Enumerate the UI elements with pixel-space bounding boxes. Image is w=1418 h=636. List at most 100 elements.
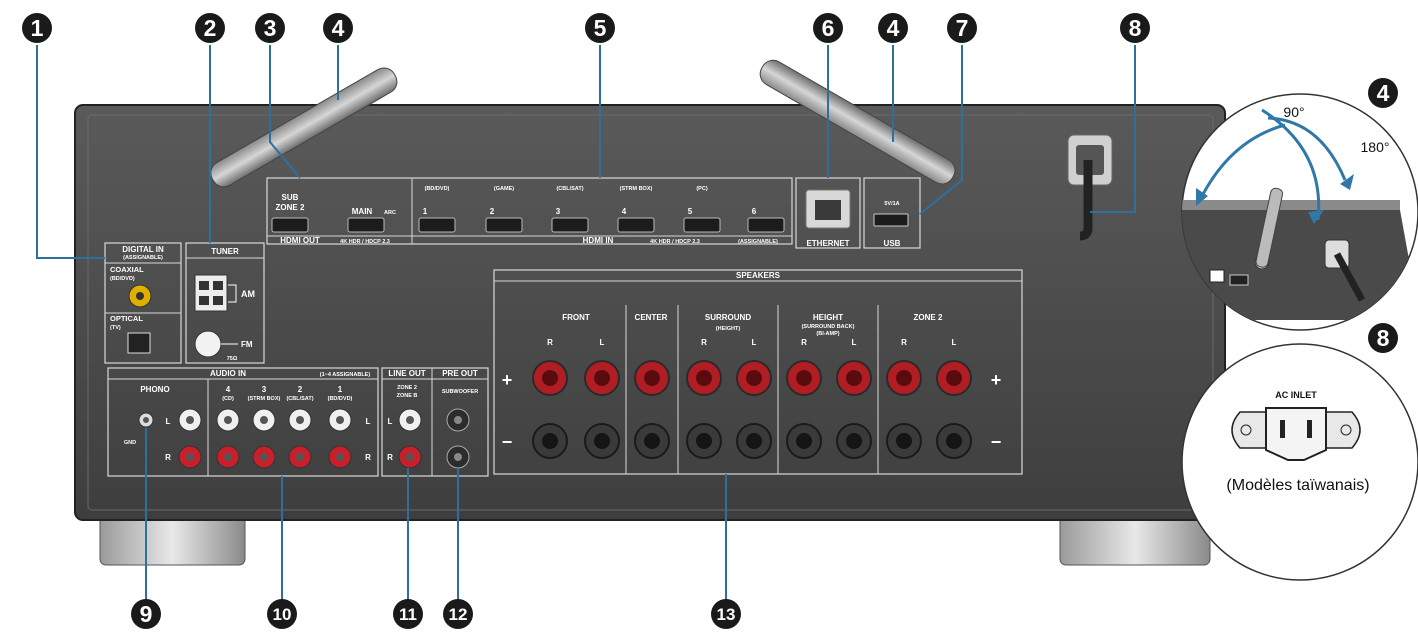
terminal-center [696, 370, 712, 386]
minus-right: − [991, 432, 1002, 452]
hdmi-in-port-1[interactable] [418, 217, 456, 233]
chassis-inner-edge [87, 114, 1214, 511]
callout-marker [585, 13, 615, 43]
speakers-frame [493, 269, 1023, 475]
terminal-center [644, 370, 660, 386]
callout-marker [813, 13, 843, 43]
terminal-center [542, 370, 558, 386]
audio-in-source: (BD/DVD) [328, 396, 353, 402]
speaker-channel-label: R [901, 338, 907, 347]
terminal-center [746, 370, 762, 386]
callout-number: 13 [717, 605, 736, 624]
phono-label: PHONO [140, 385, 169, 394]
left-antenna [210, 67, 398, 188]
audio-in-number: 2 [298, 385, 303, 394]
audio-in-number: 1 [338, 385, 343, 394]
ac-inlet-label: AC INLET [1275, 390, 1317, 400]
chassis [74, 104, 1226, 521]
subwoofer-label: SUBWOOFER [442, 389, 478, 395]
fm-antenna-jack[interactable] [194, 330, 222, 358]
line-out-r-label: R [387, 453, 393, 462]
leader-1 [36, 45, 105, 259]
digital-in-frame [104, 242, 182, 364]
usb-port[interactable] [873, 213, 909, 227]
spk-height-sub: (SURROUND BACK) [802, 324, 855, 330]
spk-front-label: FRONT [562, 313, 590, 322]
jack-center [186, 416, 194, 424]
hdmi-in-source-label: (STRM BOX) [620, 186, 653, 192]
main-label: MAIN [352, 207, 373, 216]
hdmi-in-source-label: (PC) [696, 186, 707, 192]
callout-marker [878, 13, 908, 43]
hdmi-in-port-6[interactable] [747, 217, 785, 233]
am-antenna-terminal[interactable] [194, 274, 228, 312]
audio-in-label: AUDIO IN [210, 369, 246, 378]
callout-number: 1 [31, 15, 44, 41]
callout-number: 11 [399, 605, 417, 624]
model-note-label: (Modèles taïwanais) [1226, 477, 1369, 494]
line-out-zoneb-label: ZONE B [397, 393, 418, 399]
hdmi-in-port-2[interactable] [485, 217, 523, 233]
jack-center [296, 416, 304, 424]
optical-jack[interactable] [127, 332, 151, 354]
callout-marker [1120, 13, 1150, 43]
callout-marker [393, 599, 423, 629]
hdmi-in-source-label: (GAME) [494, 186, 514, 192]
hdmi-out-main-port[interactable] [347, 217, 385, 233]
usb-label: USB [884, 239, 901, 248]
speaker-channel-label: R [547, 338, 553, 347]
optical-source: (TV) [110, 325, 121, 331]
hdmi-in-port-4[interactable] [617, 217, 655, 233]
terminal-center [946, 370, 962, 386]
audio-in-source: (CD) [222, 396, 234, 402]
terminal-center [846, 370, 862, 386]
zone2-label: ZONE 2 [276, 203, 305, 212]
callout-number: 5 [594, 15, 607, 41]
phono-gnd-terminal[interactable] [138, 412, 154, 428]
speaker-channel-label: L [852, 338, 857, 347]
callout-marker [1368, 323, 1398, 353]
hdmi-in-port-5[interactable] [683, 217, 721, 233]
hdmi-out-spec: 4K HDR / HDCP 2.3 [340, 239, 390, 245]
angle-180-label: 180° [1361, 139, 1390, 155]
hdmi-in-port-3[interactable] [551, 217, 589, 233]
angle-90-label: 90° [1283, 104, 1304, 120]
hdmi-out-sub-port[interactable] [271, 217, 309, 233]
hdmi-in-label: HDMI IN [583, 236, 614, 245]
callout-number: 8 [1377, 325, 1390, 351]
arc-label: ARC [384, 210, 396, 216]
hdmi-in-source-label: (BD/DVD) [425, 186, 450, 192]
speaker-channel-label: R [801, 338, 807, 347]
plus-right: + [991, 370, 1002, 390]
callout-number: 3 [264, 15, 277, 41]
jack-center [296, 453, 304, 461]
hdmi-in-source-label: (CBL/SAT) [556, 186, 583, 192]
audio-in-r-label: R [365, 453, 371, 462]
terminal-center [644, 433, 660, 449]
pre-out-label: PRE OUT [442, 369, 478, 378]
terminal-center [896, 370, 912, 386]
digital-in-assignable: (ASSIGNABLE) [123, 255, 163, 261]
usb-rating: 5V/1A [884, 201, 899, 207]
callout-number: 8 [1129, 15, 1142, 41]
callout-number: 9 [140, 601, 153, 627]
audio-in-source: (CBL/SAT) [286, 396, 313, 402]
callout-marker [22, 13, 52, 43]
spk-surround-sub: (HEIGHT) [716, 326, 741, 332]
coaxial-label: COAXIAL [110, 265, 144, 274]
optical-label: OPTICAL [110, 314, 143, 323]
hdmi-in-spec: 4K HDR / HDCP 2.3 [650, 239, 700, 245]
speaker-channel-label: L [600, 338, 605, 347]
speakers-label: SPEAKERS [736, 271, 781, 280]
terminal-center [594, 433, 610, 449]
line-pre-frame [381, 367, 489, 477]
leader-7 [919, 45, 963, 215]
phono-gnd-label: GND [124, 440, 136, 446]
speaker-channel-label: L [752, 338, 757, 347]
callout-marker [711, 599, 741, 629]
jack-center [336, 416, 344, 424]
hdmi-in-number: 5 [688, 207, 693, 216]
speaker-channel-label: L [952, 338, 957, 347]
right-foot [1059, 514, 1211, 566]
audio-in-number: 3 [262, 385, 267, 394]
